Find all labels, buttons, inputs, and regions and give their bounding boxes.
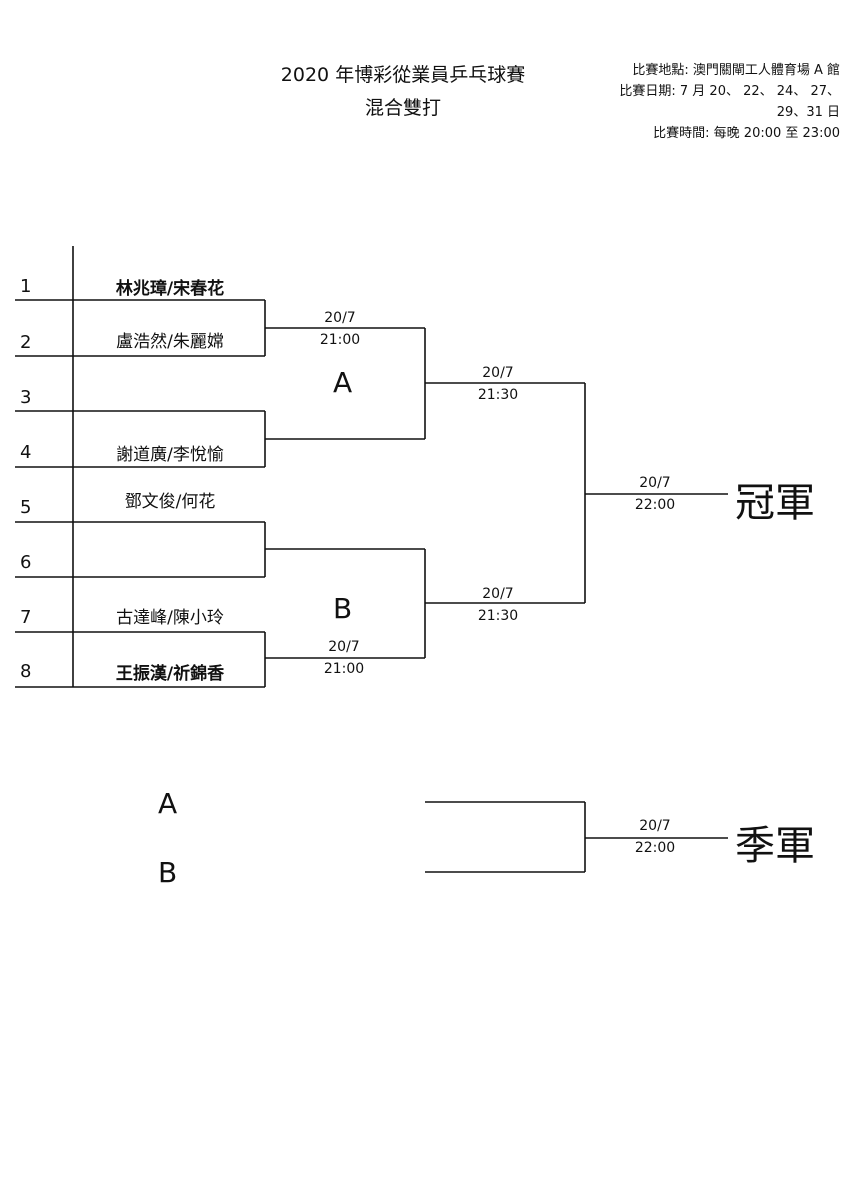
third-place-side-b: B: [158, 856, 178, 889]
seed-number: 7: [20, 607, 32, 628]
player-pair: 林兆璋/宋春花: [115, 279, 225, 299]
champion-label: 冠軍: [735, 480, 815, 526]
seed-number: 2: [20, 332, 32, 353]
player-pair: 盧浩然/朱麗嫦: [116, 332, 224, 352]
seed-number: 5: [20, 497, 32, 518]
dates-text-1: 比賽日期: 7 月 20、 22、 24、 27、: [619, 84, 840, 99]
player-pair: 鄧文俊/何花: [124, 492, 216, 512]
third-place-label: 季軍: [735, 823, 815, 869]
match-time: 21:30: [477, 387, 519, 403]
seed-number: 1: [20, 276, 32, 297]
seed-number: 6: [20, 552, 32, 573]
group-label-a: A: [333, 366, 353, 399]
match-date: 20/7: [639, 475, 671, 491]
match-date: 20/7: [482, 365, 514, 381]
seed-number: 8: [20, 661, 32, 682]
seed-number: 4: [20, 442, 32, 463]
seed-number: 3: [20, 387, 32, 408]
player-pair: 古達峰/陳小玲: [116, 608, 224, 628]
venue-text: 比賽地點: 澳門關閘工人體育場 A 館: [632, 63, 840, 78]
match-time: 22:00: [634, 497, 676, 513]
match-time: 22:00: [634, 840, 676, 856]
third-place-side-a: A: [158, 787, 178, 820]
player-pair: 王振漢/祈錦香: [115, 664, 225, 684]
match-date: 20/7: [639, 818, 671, 834]
player-pair: 謝道廣/李悅愉: [116, 445, 224, 465]
time-text: 比賽時間: 每晚 20:00 至 23:00: [653, 126, 840, 141]
title-line-1: 2020 年博彩從業員乒乓球賽: [280, 64, 526, 86]
match-time: 21:30: [477, 608, 519, 624]
match-date: 20/7: [328, 639, 360, 655]
group-label-b: B: [333, 592, 353, 625]
match-date: 20/7: [324, 310, 356, 326]
match-time: 21:00: [323, 661, 365, 677]
match-date: 20/7: [482, 586, 514, 602]
title-line-2: 混合雙打: [364, 97, 441, 119]
match-time: 21:00: [319, 332, 361, 348]
dates-text-2: 29、31 日: [776, 105, 840, 120]
